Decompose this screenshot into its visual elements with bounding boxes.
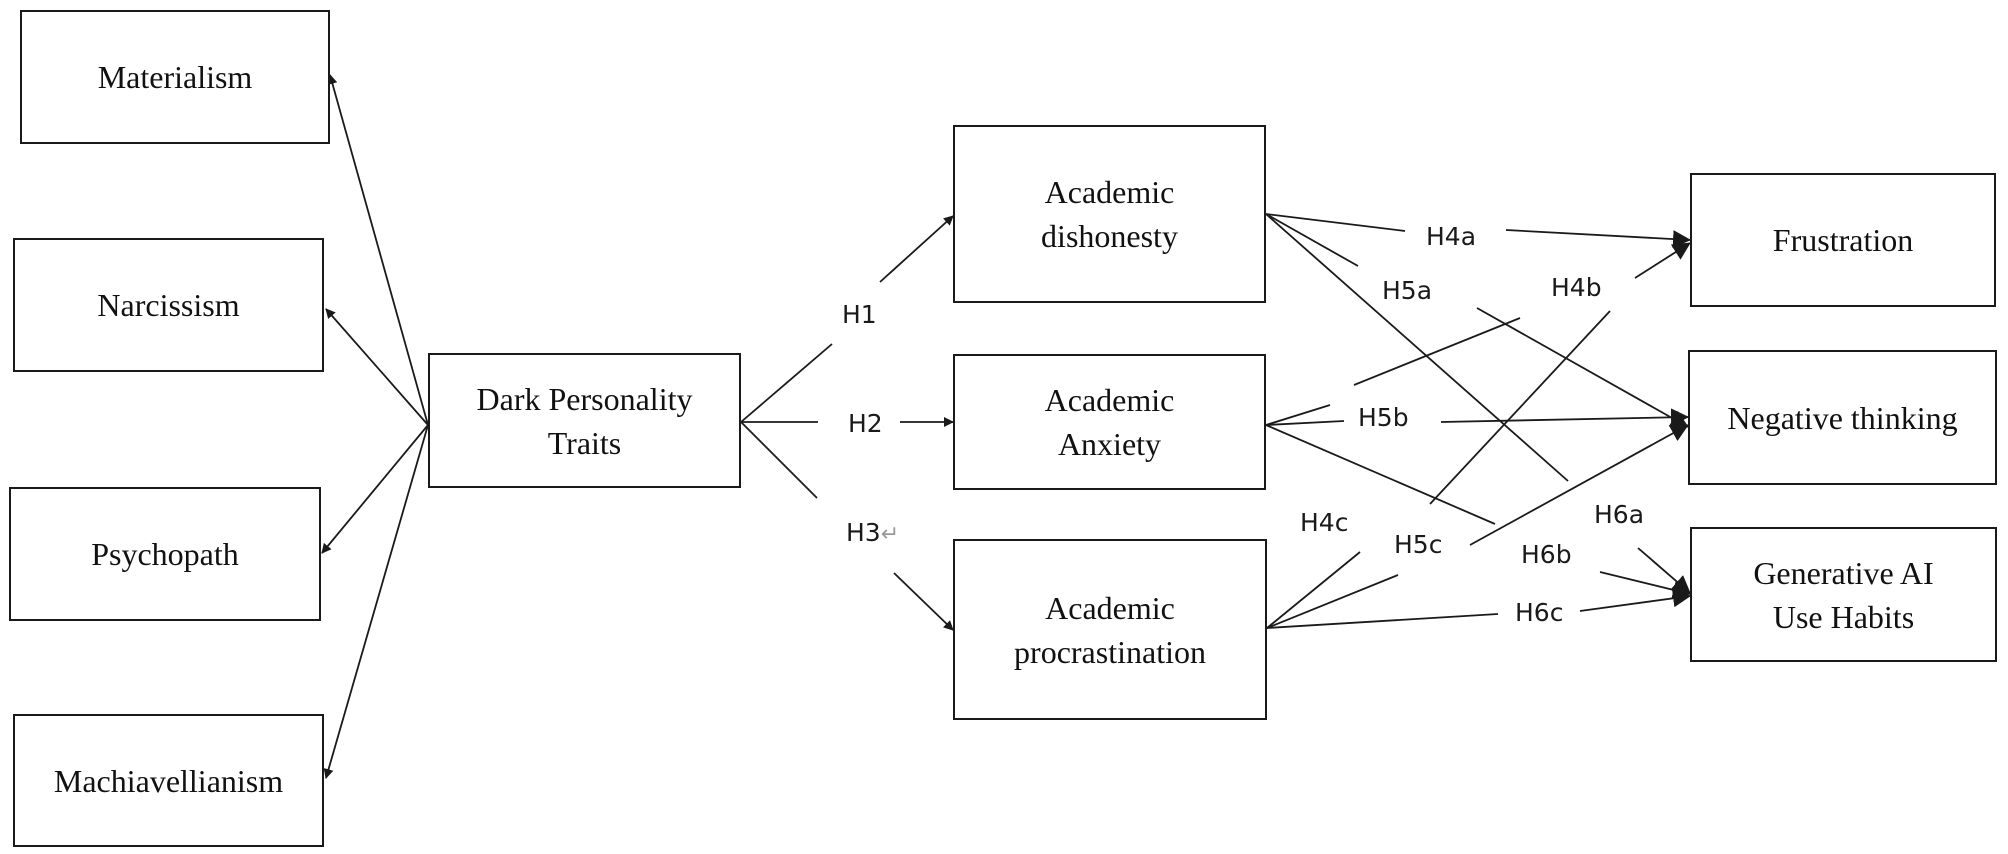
label-h2: H2 bbox=[848, 409, 883, 438]
label-h1-text: H1 bbox=[842, 300, 877, 329]
edge-dark-to-narcissism bbox=[325, 308, 429, 426]
edge-h1-b bbox=[879, 215, 954, 283]
label-h5a: H5a bbox=[1382, 276, 1432, 305]
node-narcissism: Narcissism bbox=[13, 238, 324, 372]
label-h4c-text: H4c bbox=[1300, 508, 1349, 537]
node-frustration: Frustration bbox=[1690, 173, 1996, 307]
edge-dark-to-materialism bbox=[327, 74, 429, 426]
node-narcissism-label: Narcissism bbox=[97, 287, 240, 323]
label-h4a: H4a bbox=[1426, 222, 1476, 251]
edge-h5c-a bbox=[1266, 574, 1399, 629]
label-h5a-text: H5a bbox=[1382, 276, 1433, 305]
label-h2-text: H2 bbox=[848, 409, 883, 438]
edge-h4b-arrowhead bbox=[1634, 242, 1691, 279]
node-academic-anxiety-label: Academic Anxiety bbox=[1044, 382, 1175, 462]
edge-h4b-b bbox=[1353, 317, 1521, 386]
node-dark-personality-traits-label: Dark Personality Traits bbox=[476, 380, 693, 461]
node-negative-thinking: Negative thinking bbox=[1688, 350, 1997, 485]
label-h6a: H6a bbox=[1594, 500, 1644, 529]
edge-h4c-b bbox=[1429, 310, 1611, 505]
edge-h6b-arrowhead bbox=[1599, 571, 1691, 599]
label-h3: H3↵ bbox=[846, 518, 899, 547]
edge-dark-to-machiavellianism bbox=[323, 424, 429, 779]
node-materialism-label: Materialism bbox=[97, 59, 253, 95]
node-psychopath-label: Psychopath bbox=[91, 536, 239, 572]
edge-dark-to-psychopath bbox=[321, 424, 429, 554]
label-h3-text: H3 bbox=[846, 518, 881, 547]
label-h6b-text: H6b bbox=[1521, 540, 1572, 569]
label-h4c: H4c bbox=[1300, 508, 1348, 537]
edge-h6c-a bbox=[1266, 613, 1499, 629]
edge-h6b bbox=[1265, 424, 1496, 525]
node-academic-anxiety: Academic Anxiety bbox=[953, 354, 1266, 490]
edge-h4b-a bbox=[1265, 404, 1331, 426]
node-machiavellianism: Machiavellianism bbox=[13, 714, 324, 847]
label-h1: H1 bbox=[842, 300, 877, 329]
edge-h6a-arrowhead bbox=[1637, 547, 1691, 594]
edge-h5a-b bbox=[1476, 307, 1689, 428]
node-generative-ai-use-habits-label: Generative AI Use Habits bbox=[1753, 554, 1934, 635]
label-h6b: H6b bbox=[1521, 540, 1572, 569]
label-h6c-text: H6c bbox=[1515, 598, 1564, 627]
edge-h5a-a bbox=[1265, 213, 1359, 267]
edge-h4a-a bbox=[1265, 213, 1406, 232]
node-materialism: Materialism bbox=[20, 10, 330, 144]
label-h6a-text: H6a bbox=[1594, 500, 1645, 529]
node-machiavellianism-label: Machiavellianism bbox=[53, 762, 284, 799]
node-negative-thinking-label: Negative thinking bbox=[1727, 399, 1958, 436]
label-h5b: H5b bbox=[1358, 403, 1409, 432]
edge-h6c-b bbox=[1579, 589, 1691, 612]
edge-h6a bbox=[1265, 213, 1569, 482]
node-generative-ai-use-habits: Generative AI Use Habits bbox=[1690, 527, 1997, 662]
label-h4a-text: H4a bbox=[1426, 222, 1477, 251]
label-h6c: H6c bbox=[1515, 598, 1563, 627]
node-frustration-label: Frustration bbox=[1772, 222, 1914, 258]
label-h5c-text: H5c bbox=[1394, 530, 1443, 559]
label-h4b-text: H4b bbox=[1551, 273, 1602, 302]
label-h5b-text: H5b bbox=[1358, 403, 1409, 432]
edge-h5c-b bbox=[1469, 424, 1689, 546]
label-h4b: H4b bbox=[1551, 273, 1602, 302]
edge-h4c-a bbox=[1266, 551, 1361, 629]
edge-h4a-b bbox=[1505, 229, 1691, 249]
node-academic-procrastination: Academic procrastination bbox=[953, 539, 1267, 720]
label-h5c: H5c bbox=[1394, 530, 1442, 559]
edge-h3-b bbox=[893, 572, 954, 631]
node-academic-dishonesty: Academic dishonesty bbox=[953, 125, 1266, 303]
edge-h1-a bbox=[740, 343, 833, 423]
edge-h5b-b bbox=[1440, 408, 1689, 427]
edge-h3-a bbox=[740, 421, 818, 499]
node-dark-personality-traits: Dark Personality Traits bbox=[428, 353, 741, 488]
edge-h5b-a bbox=[1265, 420, 1345, 426]
node-psychopath: Psychopath bbox=[9, 487, 321, 621]
return-mark-icon: ↵ bbox=[880, 522, 900, 547]
node-academic-dishonesty-label: Academic dishonesty bbox=[1041, 174, 1178, 254]
node-academic-procrastination-label: Academic procrastination bbox=[1014, 589, 1206, 670]
